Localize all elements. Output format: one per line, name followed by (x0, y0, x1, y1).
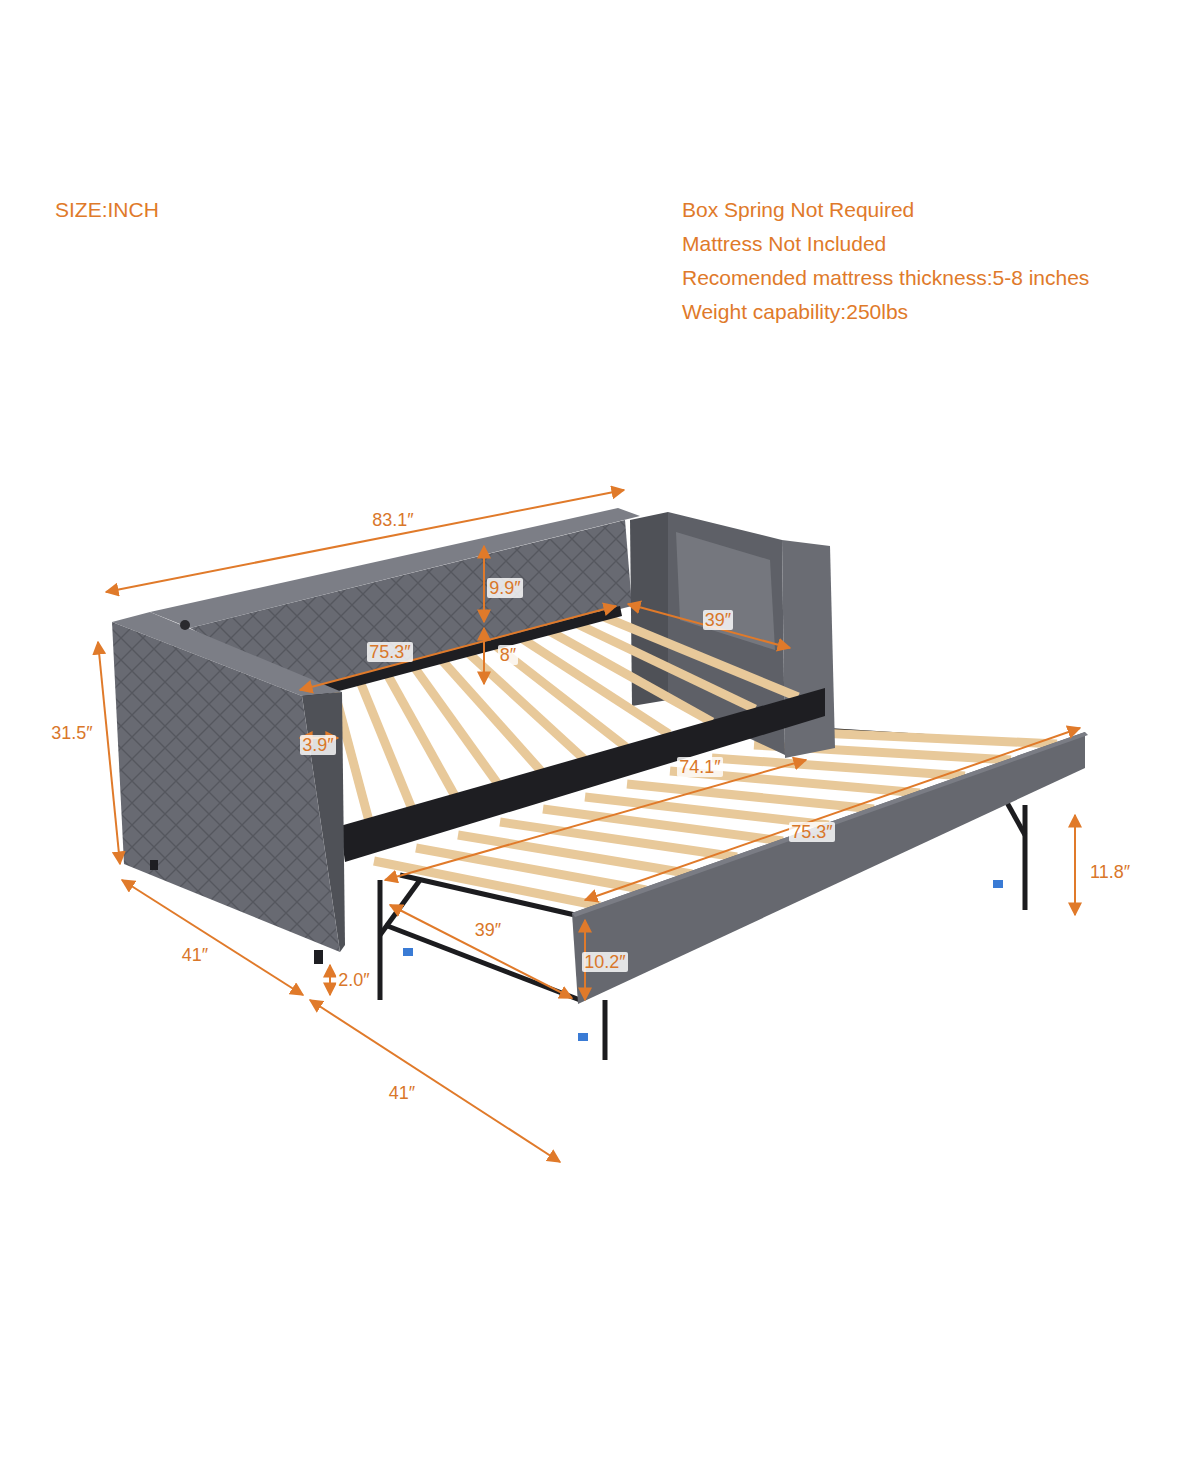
size-unit-note: SIZE:INCH (55, 198, 159, 222)
dimension-label: 2.0″ (336, 970, 371, 991)
dimension-label: 9.9″ (487, 578, 522, 599)
daybed-frame (112, 508, 835, 964)
spec-note: Mattress Not Included (682, 232, 886, 256)
dimension-label: 75.3″ (789, 822, 834, 843)
dimension-label: 41″ (180, 945, 210, 966)
dimension-label: 74.1″ (677, 757, 722, 778)
dimension-label: 41″ (387, 1083, 417, 1104)
dimension-label: 75.3″ (367, 642, 412, 663)
dimension-label: 8″ (498, 645, 518, 666)
spec-note: Recomended mattress thickness:5-8 inches (682, 266, 1089, 290)
spec-note: Box Spring Not Required (682, 198, 914, 222)
dimension-label: 31.5″ (49, 723, 94, 744)
dimension-label: 83.1″ (370, 510, 415, 531)
dimension-lines (98, 490, 1080, 1162)
dimension-label: 39″ (473, 920, 503, 941)
dimension-label: 11.8″ (1088, 862, 1132, 883)
dimension-label: 39″ (703, 610, 733, 631)
trundle (374, 730, 1088, 1060)
dimension-label: 10.2″ (582, 952, 627, 973)
spec-note: Weight capability:250lbs (682, 300, 908, 324)
dimension-label: 3.9″ (300, 735, 335, 756)
